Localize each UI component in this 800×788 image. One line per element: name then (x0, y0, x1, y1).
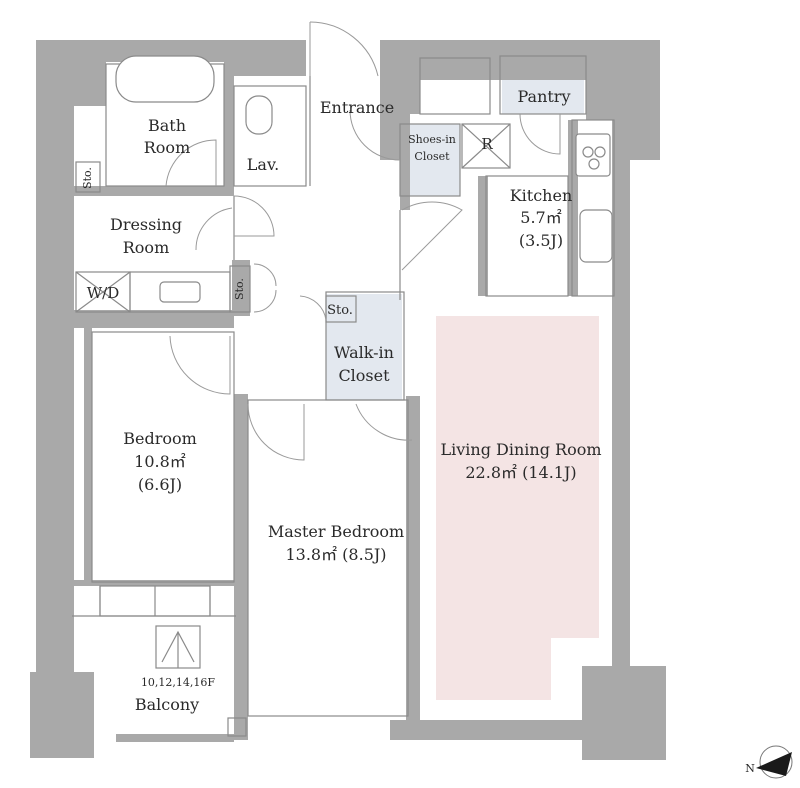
kitchen-label: Kitchen (510, 186, 573, 205)
storage-label-hall: Sto. (233, 278, 246, 300)
washer-dryer-label: W/D (87, 284, 120, 302)
pantry-label: Pantry (517, 87, 570, 106)
fixtures (75, 55, 613, 669)
balcony-floors-label: 10,12,14,16F (141, 676, 215, 689)
walls (30, 40, 666, 760)
bedroom-area-label: 10.8㎡ (134, 452, 186, 471)
dressing-room-label-2: Room (123, 238, 169, 257)
living-dining-area-label: 22.8㎡ (14.1J) (465, 463, 576, 482)
bedroom-tatami-label: (6.6J) (138, 475, 182, 494)
walk-in-closet-label-1: Walk-in (334, 343, 394, 362)
entrance-label: Entrance (320, 98, 394, 117)
door-swings (165, 21, 561, 461)
pantry-fill (502, 80, 584, 114)
living-dining-label: Living Dining Room (440, 440, 601, 459)
master-bedroom-area-label: 13.8㎡ (8.5J) (285, 545, 386, 564)
living-dining-highlight (436, 316, 599, 700)
bath-room-label-2: Room (144, 138, 190, 157)
lav-label: Lav. (247, 155, 279, 174)
shoes-closet-label-2: Closet (414, 150, 450, 163)
kitchen-sink-icon (579, 209, 613, 263)
bath-room-label-1: Bath (148, 116, 186, 135)
bedroom-label: Bedroom (123, 429, 197, 448)
toilet-icon (245, 95, 273, 135)
walk-in-closet-label-2: Closet (338, 366, 390, 385)
north-arrow-icon: N (745, 745, 793, 779)
master-bedroom-label: Master Bedroom (268, 522, 404, 541)
kitchen-tatami-label: (3.5J) (519, 231, 563, 250)
dressing-room-label-1: Dressing (110, 215, 182, 234)
shoes-closet-fill (402, 124, 460, 196)
shoes-closet-label-1: Shoes-in (408, 133, 456, 146)
balcony-label: Balcony (135, 695, 199, 714)
compass-north-label: N (745, 762, 755, 775)
room-labels: Bath Room Lav. Entrance Shoes-in Closet … (81, 87, 602, 714)
storage-label-bath: Sto. (81, 167, 94, 189)
bathtub-icon (115, 55, 215, 103)
refrigerator-label: R (481, 135, 493, 153)
stove-icon (575, 133, 611, 177)
walk-in-closet-fill (326, 294, 402, 400)
storage-label-closet: Sto. (327, 303, 353, 318)
sink-icon (159, 281, 201, 303)
kitchen-area-label: 5.7㎡ (520, 208, 561, 227)
